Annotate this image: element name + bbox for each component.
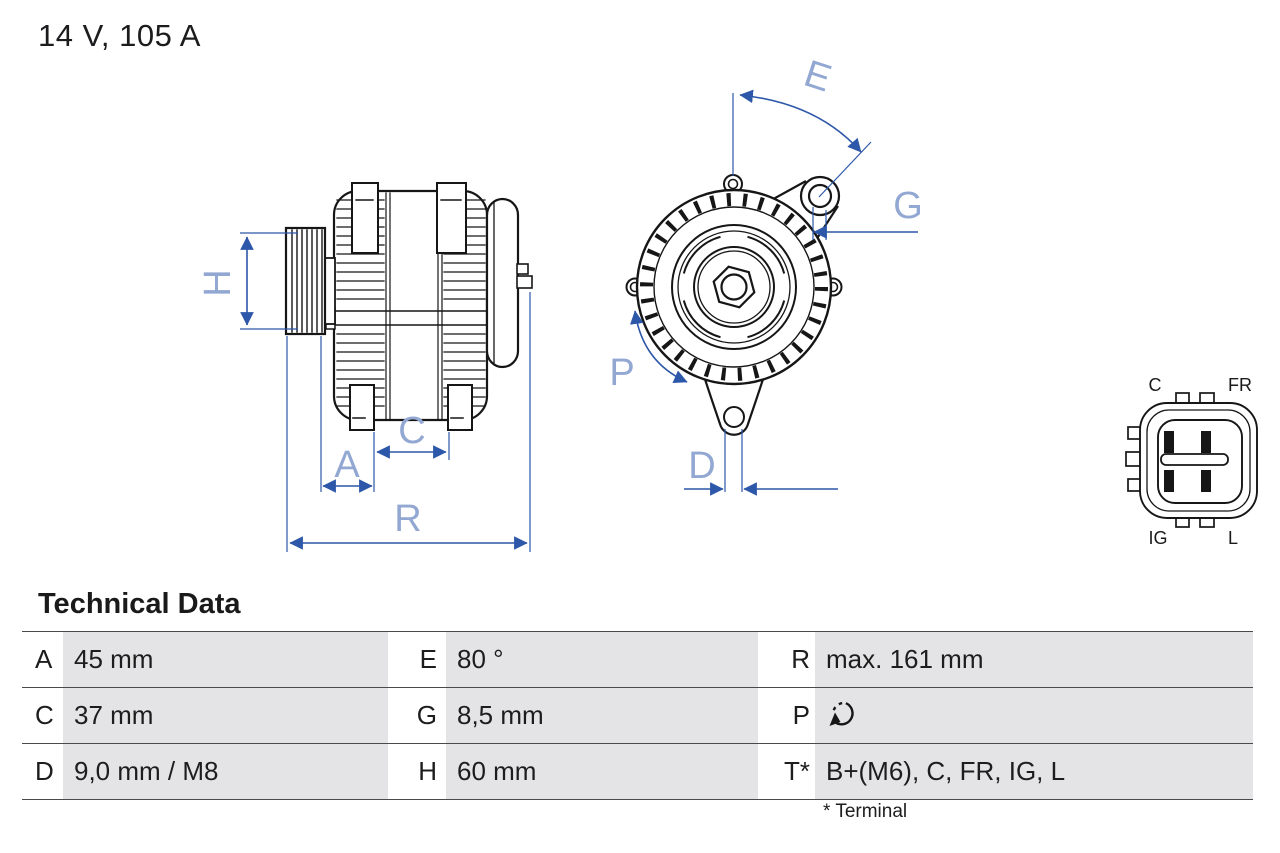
connector-diagram: C FR IG L: [1125, 375, 1258, 548]
connector-label-fr: FR: [1228, 375, 1252, 395]
dim-key: H: [418, 756, 437, 786]
dim-value: 60 mm: [446, 744, 758, 799]
table-row: D 9,0 mm / M8 H 60 mm T* B+(M6), C, FR, …: [22, 743, 1253, 800]
technical-data-table: A 45 mm E 80 ° R max. 161 mm C 37 mm G 8…: [22, 631, 1253, 800]
terminal-footnote: * Terminal: [823, 801, 908, 822]
dim-label-d: D: [688, 445, 715, 487]
connector-pin: [1201, 431, 1211, 453]
dim-value: 37 mm: [63, 688, 388, 743]
connector-label-ig: IG: [1148, 528, 1167, 548]
dim-label-g: G: [893, 185, 923, 227]
connector-pin: [1164, 431, 1174, 453]
dim-label-a: A: [334, 444, 360, 486]
dim-key: C: [35, 700, 54, 730]
dim-label-h: H: [197, 269, 239, 296]
alternator-front-view: [625, 174, 843, 436]
rotation-direction-icon: [829, 701, 854, 726]
dim-label-c: C: [398, 410, 425, 452]
alternator-side-view: [284, 182, 533, 431]
technical-drawing: H A C R: [197, 53, 1258, 552]
dim-value-rotation: [815, 688, 1253, 743]
dim-value: max. 161 mm: [815, 632, 1253, 687]
dim-key: T*: [784, 756, 810, 786]
dim-value: 45 mm: [63, 632, 388, 687]
dim-label-r: R: [394, 498, 421, 540]
front-view-dimensions: E G P D: [609, 53, 923, 496]
dim-key: P: [792, 700, 810, 730]
dim-key: D: [35, 756, 54, 786]
connector-label-c: C: [1149, 375, 1162, 395]
page-title: 14 V, 105 A: [38, 18, 201, 53]
dim-key: G: [416, 700, 437, 730]
dim-key: R: [791, 644, 810, 674]
connector-label-l: L: [1228, 528, 1238, 548]
side-view-dimensions: H A C R: [197, 232, 531, 552]
dim-value: 9,0 mm / M8: [63, 744, 388, 799]
technical-data-heading: Technical Data: [38, 588, 241, 620]
connector-pin: [1201, 470, 1211, 492]
dim-label-e: E: [799, 53, 836, 101]
dim-key: A: [35, 644, 53, 674]
table-row: C 37 mm G 8,5 mm P: [22, 687, 1253, 743]
dim-key: E: [419, 644, 437, 674]
dim-label-p: P: [609, 352, 634, 394]
connector-pin: [1164, 470, 1174, 492]
dim-value: 80 °: [446, 632, 758, 687]
dim-value: B+(M6), C, FR, IG, L: [815, 744, 1253, 799]
table-row: A 45 mm E 80 ° R max. 161 mm: [22, 631, 1253, 687]
dim-value: 8,5 mm: [446, 688, 758, 743]
